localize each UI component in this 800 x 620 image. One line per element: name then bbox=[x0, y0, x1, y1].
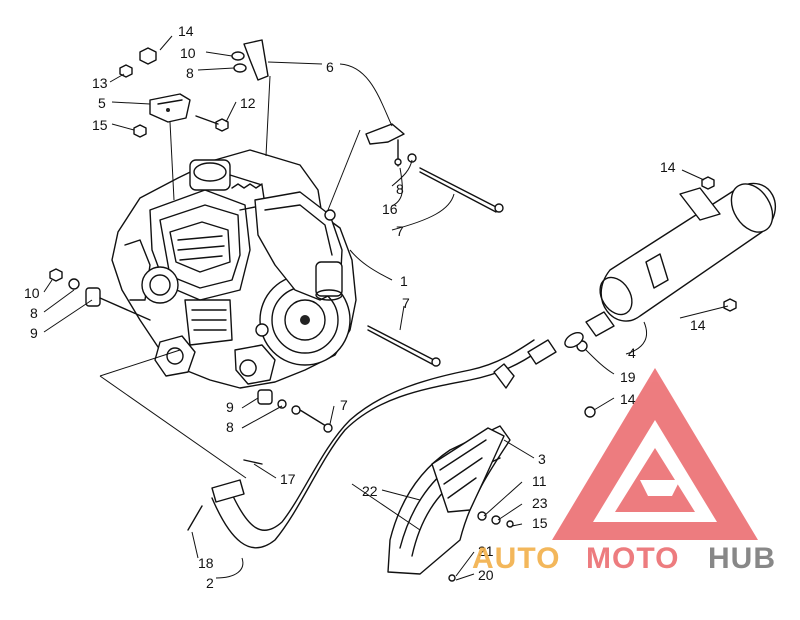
callout-8: 8 bbox=[186, 65, 194, 81]
callout-14: 14 bbox=[690, 317, 706, 333]
exhaust-pipe-2 bbox=[211, 339, 557, 549]
callout-9: 9 bbox=[30, 325, 38, 341]
callout-14: 14 bbox=[620, 391, 636, 407]
callout-10: 10 bbox=[180, 45, 196, 61]
mount-bracket-5 bbox=[149, 93, 191, 123]
callout-2: 2 bbox=[206, 575, 214, 591]
long-bolt-7-middle bbox=[367, 325, 441, 367]
callout-7: 7 bbox=[340, 397, 348, 413]
callout-10: 10 bbox=[24, 285, 40, 301]
callout-21: 21 bbox=[478, 543, 494, 559]
wordmark-hub: HUB bbox=[708, 542, 776, 575]
leader-lines bbox=[43, 35, 729, 581]
callout-15: 15 bbox=[532, 515, 548, 531]
callout-22: 22 bbox=[362, 483, 378, 499]
callout-17: 17 bbox=[280, 471, 296, 487]
hardware-fasteners bbox=[49, 47, 737, 582]
wordmark-auto: AUTO bbox=[472, 542, 560, 575]
callout-14: 14 bbox=[178, 23, 194, 39]
callout-labels: 14 10 8 6 13 5 12 15 8 16 7 14 1 7 10 8 … bbox=[24, 23, 706, 591]
automotohub-wordmark: AUTO MOTO HUB bbox=[472, 542, 776, 575]
callout-14: 14 bbox=[660, 159, 676, 175]
callout-16: 16 bbox=[382, 201, 398, 217]
callout-23: 23 bbox=[532, 495, 548, 511]
callout-1: 1 bbox=[400, 273, 408, 289]
engine-assembly bbox=[111, 149, 357, 389]
callout-18: 18 bbox=[198, 555, 214, 571]
callout-4: 4 bbox=[628, 345, 636, 361]
callout-11: 11 bbox=[532, 473, 547, 489]
callout-8: 8 bbox=[226, 419, 234, 435]
long-bolt-7-upper bbox=[419, 167, 504, 213]
callout-13: 13 bbox=[92, 75, 108, 91]
callout-5: 5 bbox=[98, 95, 106, 111]
callout-7: 7 bbox=[396, 223, 404, 239]
muffler-4 bbox=[564, 182, 776, 349]
callout-3: 3 bbox=[538, 451, 546, 467]
automotohub-logo bbox=[552, 368, 758, 540]
callout-19: 19 bbox=[620, 369, 636, 385]
callout-20: 20 bbox=[478, 567, 494, 583]
callout-15: 15 bbox=[92, 117, 108, 133]
callout-8: 8 bbox=[396, 181, 404, 197]
callout-6: 6 bbox=[326, 59, 334, 75]
callout-8: 8 bbox=[30, 305, 38, 321]
callout-7: 7 bbox=[402, 295, 410, 311]
bracket-6 bbox=[243, 39, 269, 81]
wordmark-moto: MOTO bbox=[586, 542, 679, 575]
callout-9: 9 bbox=[226, 399, 234, 415]
bracket-6-right bbox=[365, 123, 405, 145]
callout-12: 12 bbox=[240, 95, 256, 111]
heat-shield-3 bbox=[431, 427, 505, 513]
